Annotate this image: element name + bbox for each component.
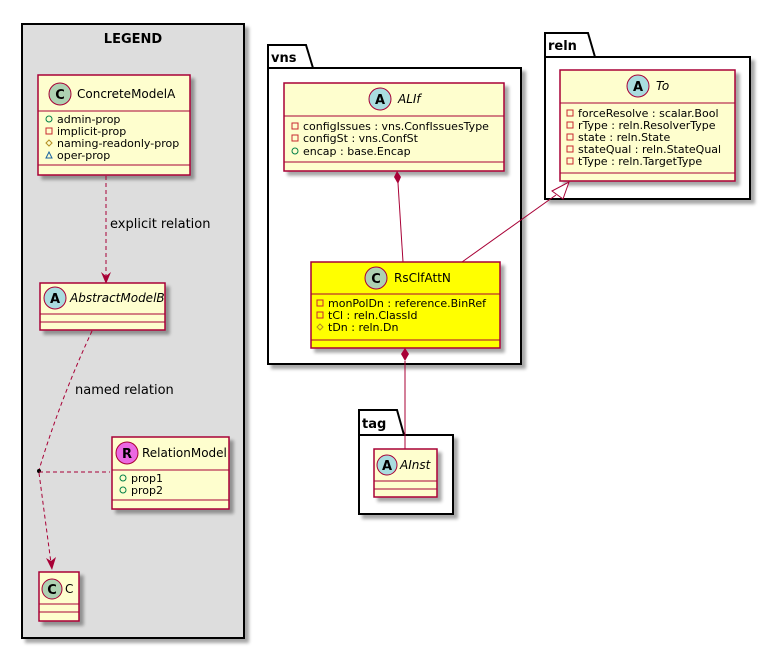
explicit-relation-edge: explicit relation: [101, 176, 210, 284]
package-private-icon: [45, 150, 53, 159]
class-badge-icon: [48, 82, 72, 106]
rsclfattn-class-name: RsClfAttN: [394, 271, 451, 285]
class-badge-letter: C: [47, 583, 57, 598]
attr-encap: encap : base.Encap: [303, 145, 411, 158]
attr-naming-readonly-prop: naming-readonly-prop: [57, 137, 179, 150]
legend-abstract-class[interactable]: A AbstractModelB: [39, 282, 166, 331]
attr-rtype: rType : reln.ResolverType: [578, 119, 716, 132]
alif-composition-edge: [394, 171, 404, 263]
vns-package-label: vns: [271, 51, 297, 66]
inheritance-edge: [461, 180, 570, 263]
attr-monpoldn: monPolDn : reference.BinRef: [328, 297, 487, 310]
abstract-class-name: AbstractModelB: [69, 291, 165, 305]
composition-diamond-icon: [394, 171, 401, 184]
composition-diamond-icon: [401, 348, 409, 361]
attr-state: state : reln.State: [578, 131, 670, 144]
public-icon: [291, 147, 299, 155]
private-icon: [291, 122, 299, 130]
relation-class-name: RelationModel: [142, 446, 227, 460]
legend-concrete-class[interactable]: C ConcreteModelA admin-prop implicit-pro…: [37, 74, 191, 176]
rsclfattn-class[interactable]: C RsClfAttN monPolDn : reference.BinRef …: [310, 261, 501, 349]
arrowhead-icon: [101, 272, 111, 284]
attr-implicit-prop: implicit-prop: [57, 125, 126, 138]
public-icon: [119, 486, 127, 494]
explicit-relation-label: explicit relation: [110, 217, 210, 232]
named-relation-edge: named relation: [37, 330, 174, 570]
to-class-name: To: [656, 79, 669, 93]
attr-admin-prop: admin-prop: [57, 113, 120, 126]
class-badge-letter: C: [55, 88, 65, 103]
legend-relation-class[interactable]: R RelationModel prop1 prop2: [111, 436, 230, 510]
legend-c-class[interactable]: C C: [38, 571, 80, 622]
abstract-badge-icon: [368, 87, 392, 111]
attr-tdn: tDn : reln.Dn: [328, 321, 398, 334]
protected-icon: [316, 323, 324, 331]
legend-title: LEGEND: [104, 32, 163, 47]
abstract-badge-icon: [43, 286, 67, 310]
private-icon: [566, 145, 574, 153]
tag-package-label: tag: [362, 417, 386, 432]
concrete-class-name: ConcreteModelA: [77, 87, 176, 101]
private-icon: [316, 311, 324, 319]
ainst-class[interactable]: A AInst: [373, 448, 438, 498]
ainst-class-name: AInst: [399, 458, 432, 472]
private-icon: [566, 133, 574, 141]
attr-forceresolve: forceResolve : scalar.Bool: [578, 107, 719, 120]
attr-ttype: tType : reln.TargetType: [578, 155, 702, 168]
attr-configissues: configIssues : vns.ConfIssuesType: [303, 120, 489, 133]
attr-oper-prop: oper-prop: [57, 149, 110, 162]
attr-tcl: tCl : reln.ClassId: [328, 309, 418, 322]
class-badge-icon: [364, 266, 388, 290]
attr-prop2: prop2: [131, 484, 163, 497]
relation-badge-letter: R: [122, 447, 132, 462]
relation-badge-icon: [115, 441, 139, 465]
private-icon: [316, 299, 324, 307]
attr-configst: configSt : vns.ConfSt: [303, 132, 419, 145]
reln-package-label: reln: [548, 39, 577, 54]
private-icon: [566, 109, 574, 117]
private-icon: [566, 121, 574, 129]
c-class-name: C: [65, 582, 73, 596]
private-icon: [291, 134, 299, 142]
public-icon: [119, 474, 127, 482]
attr-statequal: stateQual : reln.StateQual: [578, 143, 721, 156]
private-icon: [45, 127, 53, 135]
abstract-badge-icon: [376, 454, 398, 476]
protected-icon: [45, 139, 53, 147]
ainst-composition-edge: [401, 348, 409, 449]
abstract-badge-letter: A: [50, 292, 60, 307]
alif-class[interactable]: A ALIf configIssues : vns.ConfIssuesType…: [283, 82, 505, 172]
arrowhead-icon: [46, 557, 56, 570]
named-relation-label: named relation: [75, 383, 174, 398]
abstract-badge-letter: A: [375, 93, 385, 108]
alif-class-name: ALIf: [397, 92, 422, 106]
public-icon: [45, 115, 53, 123]
attr-prop1: prop1: [131, 472, 163, 485]
to-class[interactable]: A To forceResolve : scalar.Bool rType : …: [559, 69, 736, 182]
abstract-badge-letter: A: [633, 80, 643, 95]
class-badge-letter: C: [371, 272, 381, 287]
abstract-badge-icon: [626, 74, 650, 98]
abstract-badge-letter: A: [382, 459, 392, 474]
class-badge-icon: [41, 578, 63, 600]
private-icon: [566, 157, 574, 165]
inheritance-triangle-icon: [551, 180, 570, 200]
